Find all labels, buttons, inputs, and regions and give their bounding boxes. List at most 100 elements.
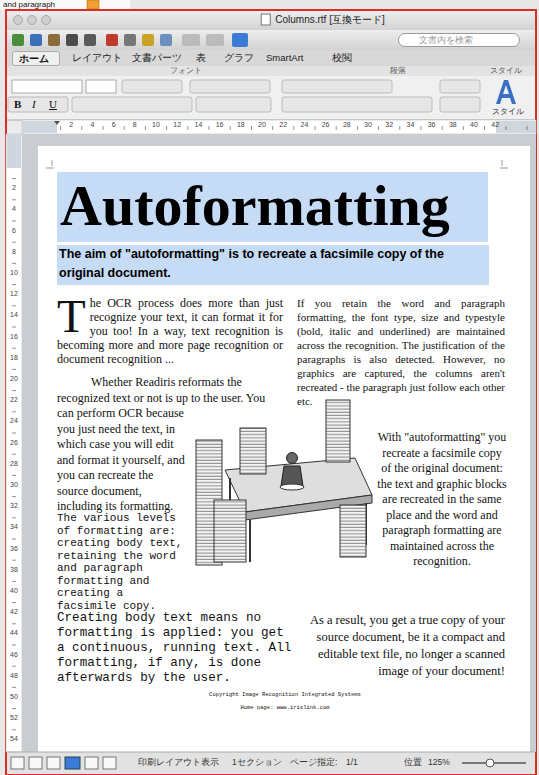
vertical-ruler-part (7, 134, 21, 168)
ruler-number: 34 (6, 523, 22, 531)
ruler-ticks-part (12, 666, 16, 667)
window-frame-part (7, 11, 535, 30)
toolbar-part (206, 34, 224, 46)
ruler-number: 18 (233, 121, 249, 129)
ruler-number: 42 (487, 121, 503, 129)
toolbar-part (232, 33, 248, 47)
ribbon-part (440, 80, 480, 93)
ruler-number: 12 (6, 290, 22, 298)
ruler-ticks-part (12, 729, 16, 730)
toolbar-part (30, 34, 42, 46)
ruler-number: 36 (6, 545, 22, 553)
ruler-ticks-part (166, 126, 167, 130)
ruler-ticks-part (12, 475, 16, 476)
search-field: 文書内を検索 (398, 33, 520, 47)
status-bar-part (7, 752, 535, 753)
ribbon-group-label: フォント (170, 66, 202, 75)
ribbon-part (8, 97, 68, 112)
body-paragraph: Whether Readiris reformats the recognize… (57, 375, 265, 513)
ruler-number: 24 (296, 121, 312, 129)
ruler-ticks-part (505, 126, 506, 130)
ruler-ticks-part (357, 126, 358, 130)
ruler-number: 12 (169, 121, 185, 129)
desk-illustration-part (340, 505, 366, 557)
ruler-ticks-part (293, 126, 294, 130)
workspace-part (38, 146, 530, 752)
ruler-number: 42 (6, 608, 22, 616)
vertical-ruler (6, 134, 22, 752)
status-bar-part (103, 757, 116, 769)
vertical-ruler-part (6, 134, 22, 752)
ruler-number: 4 (6, 205, 22, 213)
ribbon-part (7, 66, 535, 120)
ruler-ticks-part (421, 126, 422, 130)
status-bar (7, 752, 535, 774)
status-bar-part (65, 757, 80, 769)
ribbon-tab-selected-text: ホーム (19, 52, 55, 65)
body-paragraph: The OCR process does more than just reco… (57, 296, 283, 366)
desk-illustration-part (229, 478, 231, 500)
status-bar-part (85, 757, 98, 769)
ruler-ticks-part (230, 126, 231, 130)
ribbon-tab-text: 校閲 (332, 51, 354, 64)
heading-highlight: Autoformatting (57, 172, 488, 242)
ribbon-part (7, 66, 535, 76)
ruler-number: 2 (63, 121, 79, 129)
ruler-ticks-part (124, 126, 125, 130)
footer-text: Copyright Image Recognition Integrated S… (100, 692, 470, 698)
background-window-text: and paragraph (3, 0, 55, 9)
heading-highlight-text: Autoformatting (60, 172, 484, 240)
ruler-number: 10 (6, 269, 22, 277)
toolbar-part (182, 34, 200, 46)
toolbar-part (84, 34, 96, 46)
desk-illustration-part (280, 484, 304, 490)
ruler-number: 28 (6, 460, 22, 468)
horizontal-ruler-part (54, 121, 60, 125)
ruler-number: 26 (6, 439, 22, 447)
window-frame-part (28, 16, 37, 25)
ruler-ticks-part (12, 221, 16, 222)
ruler-ticks-part (12, 369, 16, 370)
ribbon-part (72, 97, 192, 112)
ribbon-part (86, 80, 116, 93)
ribbon-part (122, 80, 182, 93)
ruler-number: 8 (127, 121, 143, 129)
desk-illustration-part (240, 428, 266, 474)
ruler-number: 2 (6, 184, 22, 192)
ribbon-tab-selected: ホーム (12, 51, 60, 66)
toolbar-part (160, 34, 172, 46)
subheading-highlight: The aim of "autoformatting" is to recrea… (57, 245, 489, 285)
underline-button: U (49, 98, 57, 111)
ruler-ticks-part (12, 411, 16, 412)
status-bar-part (11, 757, 24, 769)
horizontal-ruler-part (22, 121, 57, 133)
bold-button: B (14, 98, 21, 111)
ruler-number: 30 (360, 121, 376, 129)
desk-illustration-part (340, 505, 366, 557)
ribbon-tab-text: グラフ (224, 51, 256, 64)
ribbon-tab: 文書パーツ (128, 51, 188, 66)
body-paragraph: If you retain the word and paragraph for… (297, 296, 505, 408)
toolbar-part (106, 34, 118, 46)
horizontal-ruler (22, 120, 536, 134)
ruler-ticks-part (12, 602, 16, 603)
document-icon-part (261, 14, 270, 25)
ribbon-part (440, 97, 480, 112)
document-icon (261, 14, 270, 25)
ruler-number: 32 (6, 502, 22, 510)
ruler-number: 28 (339, 121, 355, 129)
toolbar-part (48, 34, 60, 46)
workspace-part (46, 160, 54, 168)
ruler-number: 4 (84, 121, 100, 129)
status-text: 印刷レイアウト表示 (138, 758, 219, 768)
ribbon-tab: SmartArt (262, 51, 314, 66)
ruler-ticks-part (442, 126, 443, 130)
desk-illustration-part (214, 500, 246, 562)
ruler-number: 18 (6, 354, 22, 362)
ruler-ticks-part (12, 178, 16, 179)
ruler-number: 26 (318, 121, 334, 129)
ruler-number: 16 (212, 121, 228, 129)
status-text: 位置 (404, 758, 422, 768)
desk-illustration-part (326, 400, 350, 462)
ribbon-tab: 校閲 (328, 51, 358, 66)
